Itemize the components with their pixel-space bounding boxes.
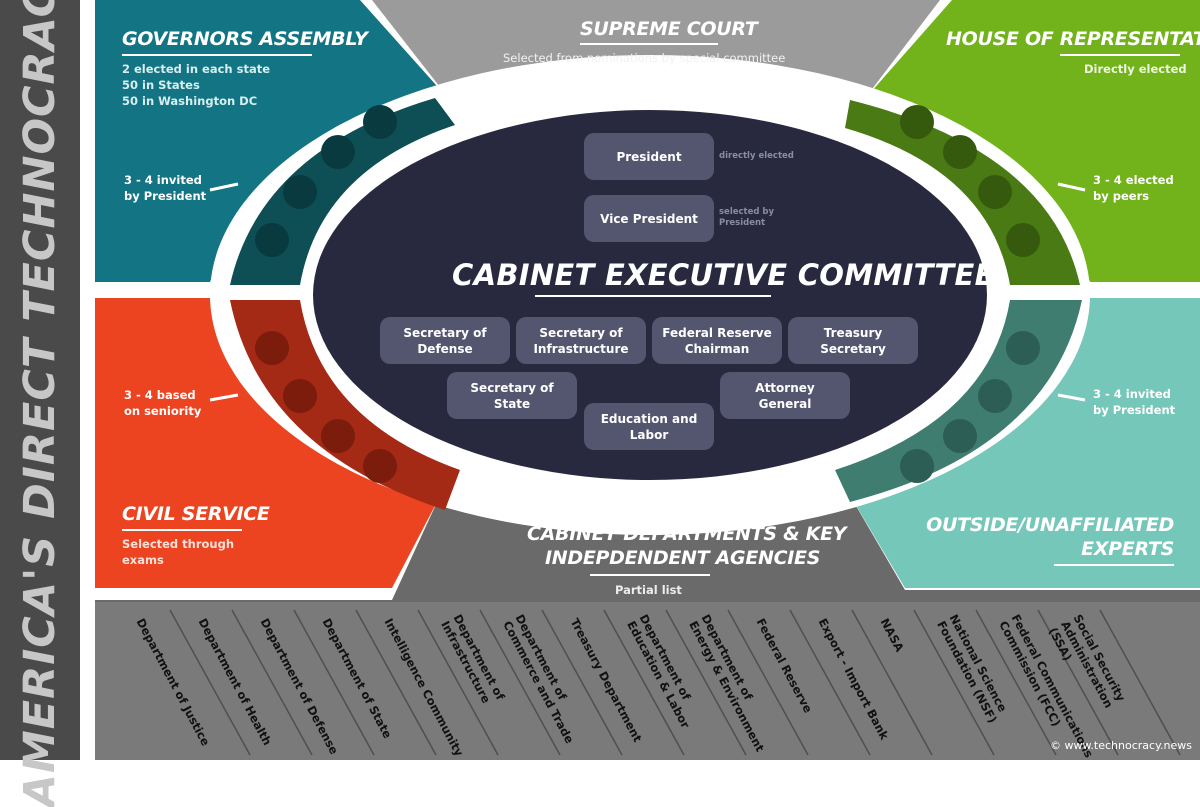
civil-service-title: CIVIL SERVICE: [122, 503, 270, 525]
seat: [1006, 331, 1040, 365]
department-dividers: [169, 609, 1181, 756]
seat: [283, 379, 317, 413]
experts-tag-line-1: 3 - 4 invited: [1093, 387, 1171, 401]
supreme-court-underline: [580, 43, 718, 45]
house-tag-line-2: by peers: [1093, 189, 1150, 203]
treasury-secretary-box: Treasury Secretary: [788, 317, 918, 364]
divider: [851, 609, 933, 756]
seat: [978, 175, 1012, 209]
house-underline: [1060, 54, 1180, 56]
divider: [913, 609, 995, 756]
divider: [665, 609, 747, 756]
secretary-of-state-box: Secretary of State: [447, 372, 577, 419]
house-panel: [848, 0, 1200, 282]
civil-service-line-2: exams: [122, 553, 164, 567]
seat: [321, 419, 355, 453]
house-subtitle: Directly elected: [1084, 62, 1187, 76]
seat: [943, 419, 977, 453]
president-box: President: [584, 133, 714, 180]
connector: [209, 182, 239, 192]
divider: [975, 609, 1057, 756]
departments-subtitle: Partial list: [615, 583, 682, 597]
divider: [1099, 609, 1181, 756]
federal-reserve-chairman-box: Federal Reserve Chairman: [652, 317, 782, 364]
governors-tag-line-1: 3 - 4 invited: [124, 173, 202, 187]
governors-seats: [255, 105, 397, 257]
supreme-court-title: SUPREME COURT: [580, 18, 758, 40]
civil-service-tag-line-1: 3 - 4 based: [124, 388, 196, 402]
seat: [978, 379, 1012, 413]
civil-service-underline: [122, 529, 242, 531]
governors-underline: [122, 54, 312, 56]
seat: [283, 175, 317, 209]
civil-service-tag-line-2: on seniority: [124, 404, 202, 418]
connector: [1057, 182, 1086, 192]
side-title: AMERICA'S DIRECT TECHNOCRACY: [15, 0, 65, 807]
civil-service-line-1: Selected through: [122, 537, 235, 551]
cabinet-title: CABINET EXECUTIVE COMMITTEE: [452, 258, 995, 292]
departments-title-line-2: INDEPDENDENT AGENCIES: [545, 547, 821, 569]
secretary-of-infrastructure-box: Secretary of Infrastructure: [516, 317, 646, 364]
seat: [943, 135, 977, 169]
side-title-bar: AMERICA'S DIRECT TECHNOCRACY: [0, 0, 80, 807]
house-tag-line-1: 3 - 4 elected: [1093, 173, 1174, 187]
divider: [293, 609, 375, 756]
civil-service-seats: [255, 331, 397, 483]
attorney-general-box: Attorney General: [720, 372, 850, 419]
president-note: directly elected: [719, 151, 794, 161]
credit-text: © www.technocracy.news: [1049, 739, 1192, 752]
divider: [541, 609, 623, 756]
house-title: HOUSE OF REPRESENTATIVES: [946, 28, 1200, 50]
civil-service-panel: [95, 298, 438, 588]
governors-line-1: 2 elected in each state: [122, 62, 270, 76]
governors-tag-line-2: by President: [124, 189, 207, 203]
departments-title-line-1: CABINET DEPARTMENTS & KEY: [527, 523, 847, 545]
governors-title: GOVERNORS ASSEMBLY: [122, 28, 368, 50]
seat: [1006, 223, 1040, 257]
vice-president-note: selected by President: [719, 207, 775, 228]
experts-panel: [838, 298, 1200, 588]
experts-title-line-1: OUTSIDE/UNAFFILIATED: [926, 514, 1174, 536]
education-and-labor-box: Education and Labor: [584, 403, 714, 450]
experts-title-line-2: EXPERTS: [1081, 538, 1174, 560]
cabinet-underline: [535, 295, 771, 297]
seat: [900, 105, 934, 139]
supreme-court-subtitle: Selected from nominations by special com…: [503, 51, 786, 65]
house-seats: [900, 105, 1040, 257]
seat: [255, 223, 289, 257]
connector: [209, 393, 239, 402]
divider: [1037, 609, 1119, 756]
experts-seats: [900, 331, 1040, 483]
secretary-of-defense-box: Secretary of Defense: [380, 317, 510, 364]
divider: [479, 609, 561, 756]
connector: [1057, 393, 1086, 402]
divider: [355, 609, 437, 756]
seat: [363, 449, 397, 483]
experts-tag-line-2: by President: [1093, 403, 1176, 417]
seat: [363, 105, 397, 139]
governors-panel: [95, 0, 445, 282]
divider: [231, 609, 313, 756]
experts-underline: [1054, 564, 1174, 566]
seat: [321, 135, 355, 169]
divider: [417, 609, 499, 756]
seat: [255, 331, 289, 365]
divider: [603, 609, 685, 756]
divider: [169, 609, 251, 756]
seat: [900, 449, 934, 483]
departments-underline: [590, 574, 710, 576]
governors-line-2: 50 in States: [122, 78, 200, 92]
governors-line-3: 50 in Washington DC: [122, 94, 258, 108]
divider: [727, 609, 809, 756]
vice-president-box: Vice President: [584, 195, 714, 242]
divider: [789, 609, 871, 756]
connectors: [209, 182, 1086, 402]
